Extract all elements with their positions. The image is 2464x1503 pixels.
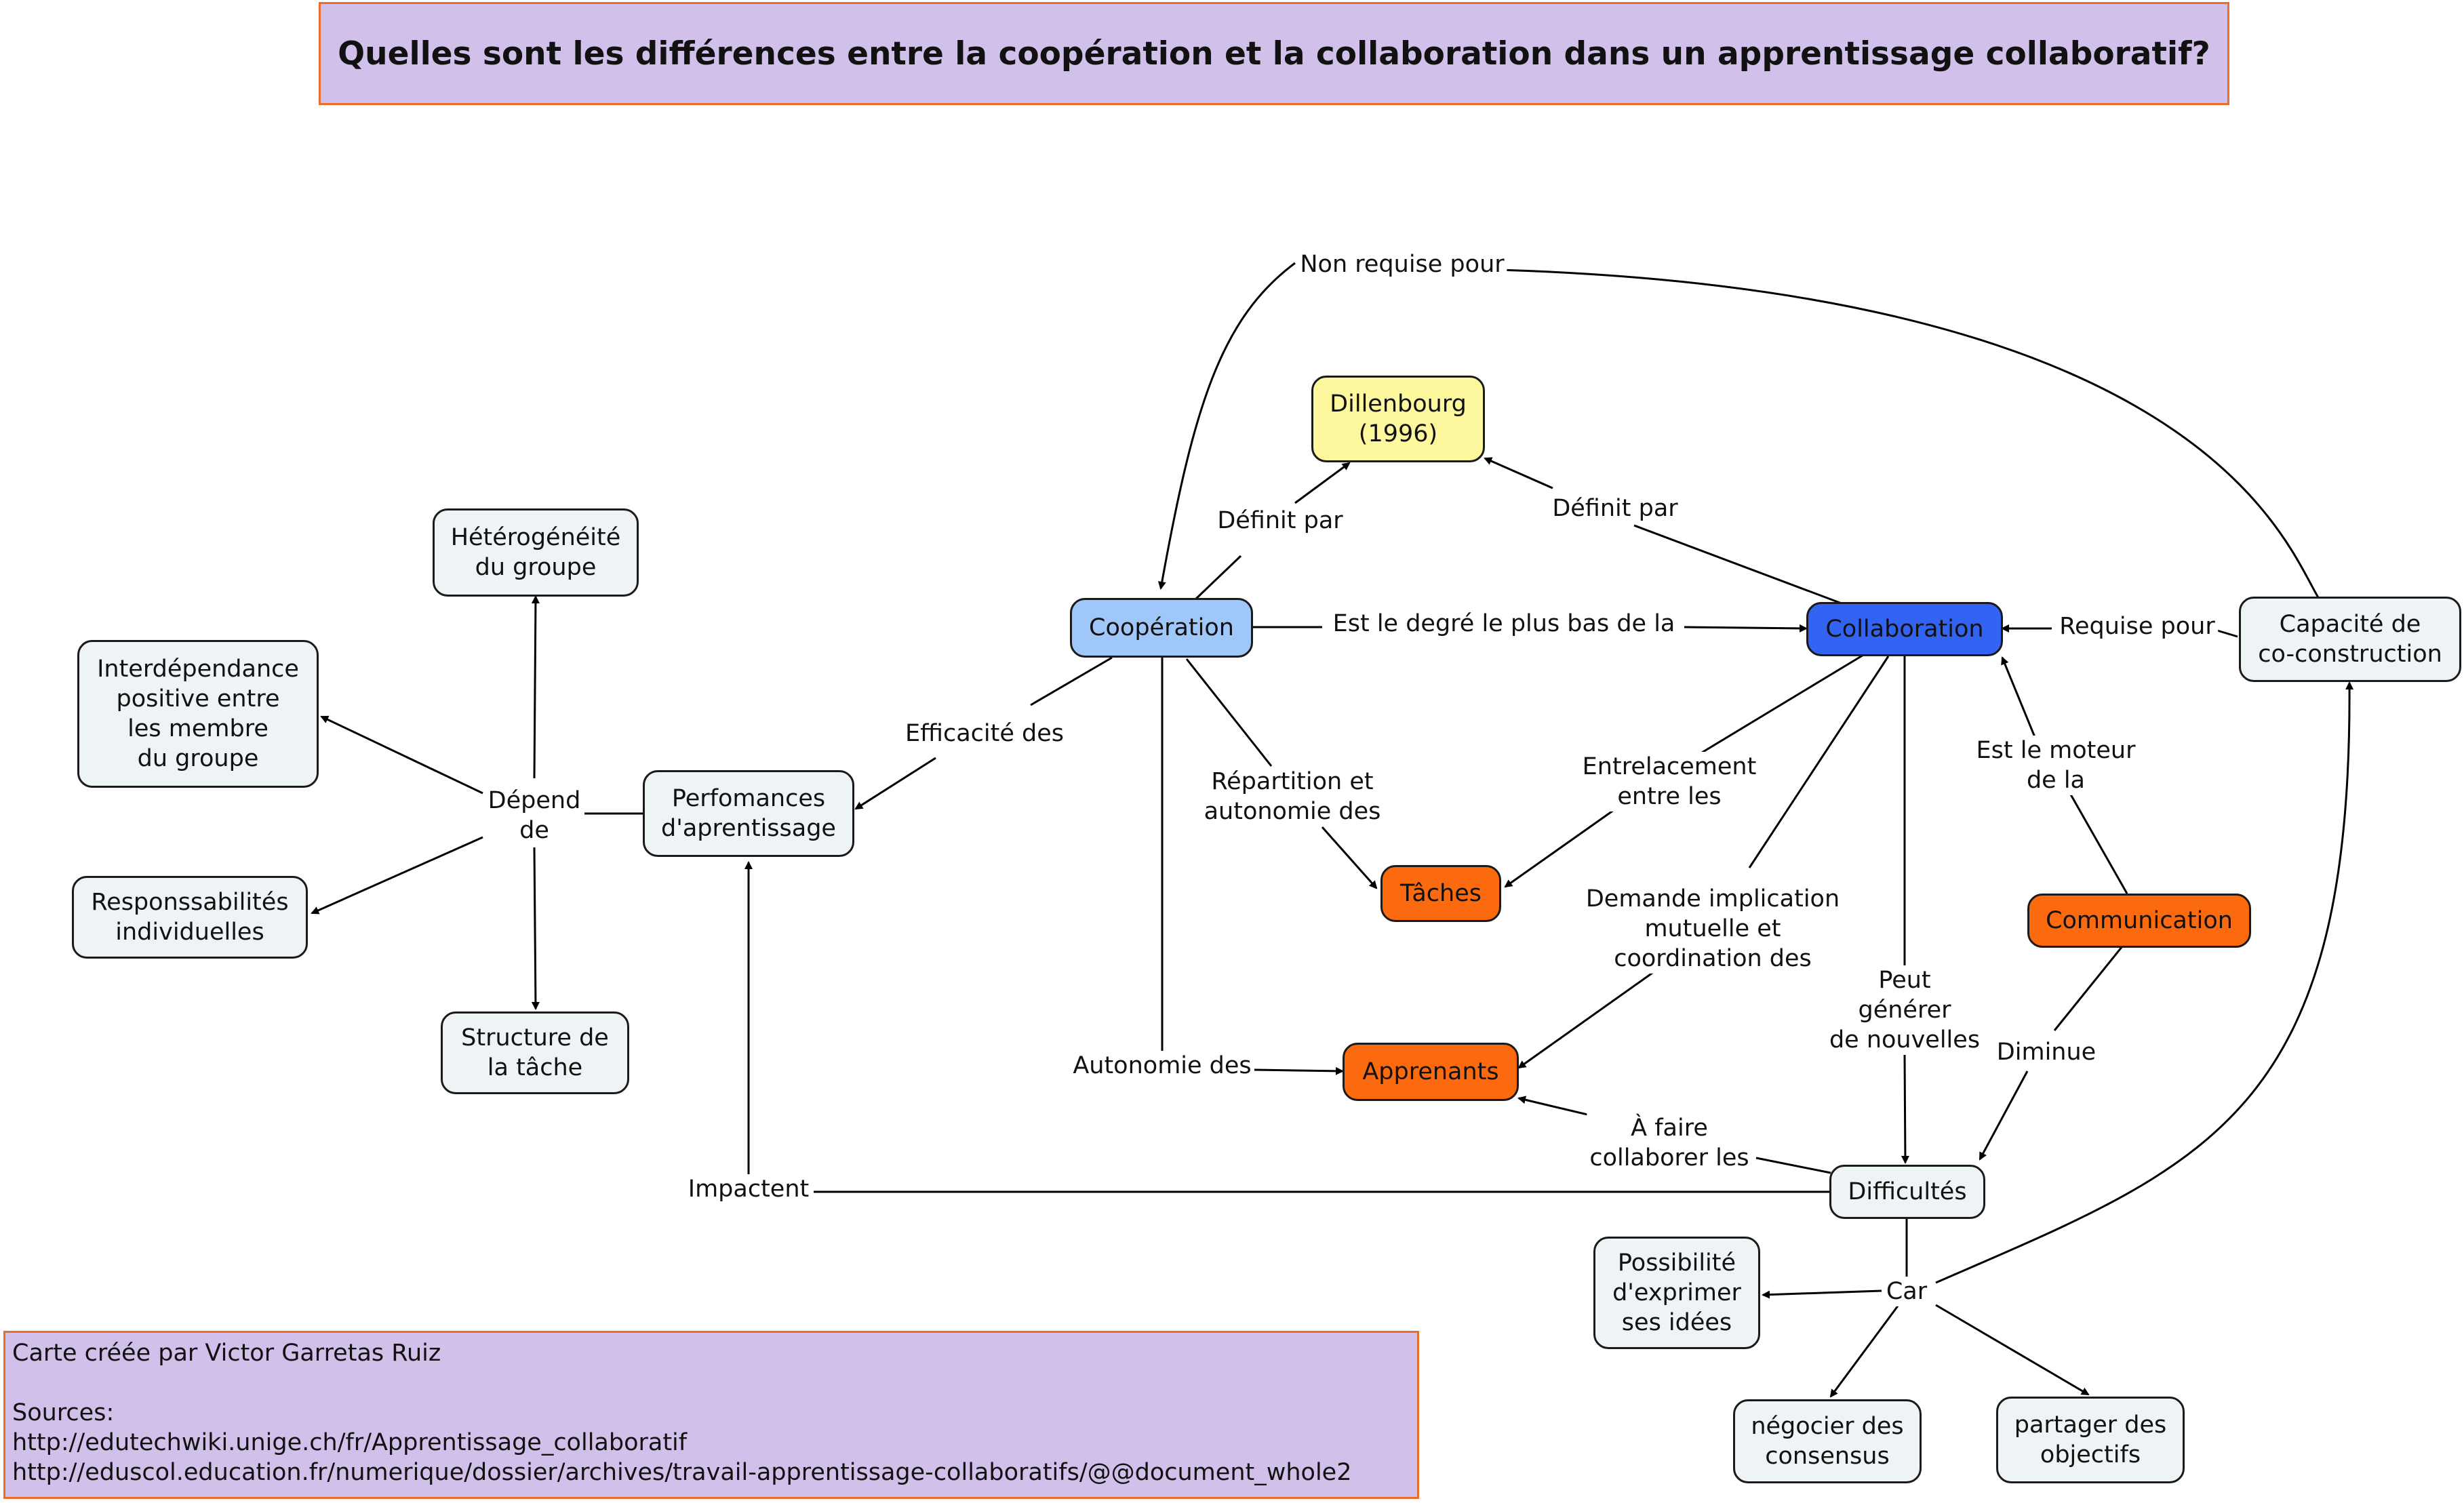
credits-sources-label: Sources: [12, 1399, 115, 1426]
link-car-to-partager [1935, 1304, 2090, 1396]
link-label-autonomie: Autonomie des [1070, 1051, 1254, 1081]
link-cooperation-to-label-repartition [1185, 658, 1273, 767]
link-collaboration-to-label-demande [1748, 656, 1890, 868]
link-label-degre: Est le degré le plus bas de la [1330, 609, 1678, 639]
link-communication-to-label-diminue [2053, 946, 2124, 1031]
node-apprenants[interactable]: Apprenants [1343, 1043, 1519, 1101]
link-label-a-faire: À faire collaborer les [1587, 1113, 1752, 1173]
credits-source-link-2[interactable]: http://eduscol.education.fr/numerique/do… [12, 1459, 1352, 1486]
link-depend-to-interdependance [320, 715, 483, 795]
node-difficultes[interactable]: Difficultés [1829, 1165, 1985, 1219]
node-responsabilites[interactable]: Responssabilités individuelles [72, 876, 308, 959]
link-label-non-requise: Non requise pour [1297, 249, 1507, 279]
link-communication-to-label-moteur [2067, 789, 2128, 894]
link-moteur-to-collaboration [2001, 656, 2038, 741]
link-car-to-exprimer [1762, 1289, 1882, 1299]
node-communication[interactable]: Communication [2027, 894, 2251, 948]
node-collaboration[interactable]: Collaboration [1806, 602, 2003, 656]
link-label-definit-par-collaboration: Définit par [1549, 494, 1681, 523]
map-title: Quelles sont les différences entre la co… [319, 2, 2229, 105]
link-label-diminue: Diminue [1993, 1037, 2099, 1067]
node-interdependance[interactable]: Interdépendance positive entre les membr… [77, 640, 319, 788]
link-cooperation-to-label-efficacite [1030, 656, 1113, 706]
node-heterogeneite[interactable]: Hétérogénéité du groupe [433, 508, 639, 597]
link-demande-to-apprenants [1517, 970, 1655, 1069]
link-repartition-to-taches [1321, 826, 1378, 889]
link-label-moteur: Est le moteur de la [1973, 736, 2139, 795]
link-efficacite-to-performances [854, 757, 936, 810]
link-non-requise-to-cooperation [1157, 262, 1296, 590]
link-label-demande: Demande implication mutuelle et coordina… [1583, 884, 1843, 974]
credits-box: Carte créée par Victor Garretas Ruiz Sou… [3, 1331, 1419, 1499]
link-diminue-to-difficultes [1979, 1070, 2029, 1161]
link-depend-to-responsabilites [311, 836, 483, 915]
link-cooperation-to-label-definit [1193, 555, 1242, 601]
link-label-efficacite: Efficacité des [902, 719, 1067, 748]
link-depend-to-heterogeneite [531, 595, 540, 779]
node-exprimer[interactable]: Possibilité d'exprimer ses idées [1593, 1237, 1760, 1349]
link-label-definit-par-cooperation: Définit par [1214, 506, 1346, 536]
node-structure[interactable]: Structure de la tâche [441, 1011, 629, 1094]
link-collaboration-to-label-definit [1633, 524, 1842, 605]
node-co-construction[interactable]: Capacité de co-construction [2239, 597, 2461, 682]
link-car-to-co-construction [1935, 681, 2354, 1284]
link-label-car: Car [1883, 1277, 1930, 1306]
link-label-peut-generer: Peut générer de nouvelles [1826, 965, 1983, 1055]
link-label-requise: Requise pour [2056, 612, 2218, 641]
link-co-construction-to-label-requise [2217, 629, 2238, 638]
node-cooperation[interactable]: Coopération [1070, 598, 1253, 658]
link-degre-to-collaboration [1684, 624, 1808, 633]
link-entrelacement-to-taches [1504, 809, 1614, 888]
link-autonomie-to-apprenants [1254, 1066, 1344, 1075]
link-label-repartition: Répartition et autonomie des [1201, 767, 1384, 826]
credits-source-link-1[interactable]: http://edutechwiki.unige.ch/fr/Apprentis… [12, 1429, 688, 1456]
link-definit-to-dillenbourg-2 [1484, 457, 1553, 489]
link-label-depend: Dépend de [485, 786, 584, 845]
link-co-construction-to-label-non-requise [1498, 268, 2320, 599]
node-performances[interactable]: Perfomances d'aprentissage [643, 770, 854, 857]
link-definit-to-dillenbourg [1294, 462, 1351, 504]
node-partager[interactable]: partager des objectifs [1996, 1397, 2185, 1483]
credits-spacer [12, 1368, 1410, 1398]
link-label-impactent: Impactent [685, 1174, 812, 1204]
link-difficultes-to-label-a-faire [1755, 1157, 1831, 1174]
link-collaboration-to-label-entrelacement [1701, 653, 1865, 754]
map-title-text: Quelles sont les différences entre la co… [338, 35, 2210, 73]
link-car-to-negocier [1829, 1304, 1900, 1398]
link-depend-to-structure [531, 847, 540, 1010]
node-negocier[interactable]: négocier des consensus [1733, 1399, 1922, 1483]
node-taches[interactable]: Tâches [1380, 865, 1501, 922]
link-label-entrelacement: Entrelacement entre les [1579, 752, 1760, 811]
node-dillenbourg[interactable]: Dillenbourg (1996) [1311, 376, 1485, 462]
credits-author: Carte créée par Victor Garretas Ruiz [12, 1340, 441, 1367]
